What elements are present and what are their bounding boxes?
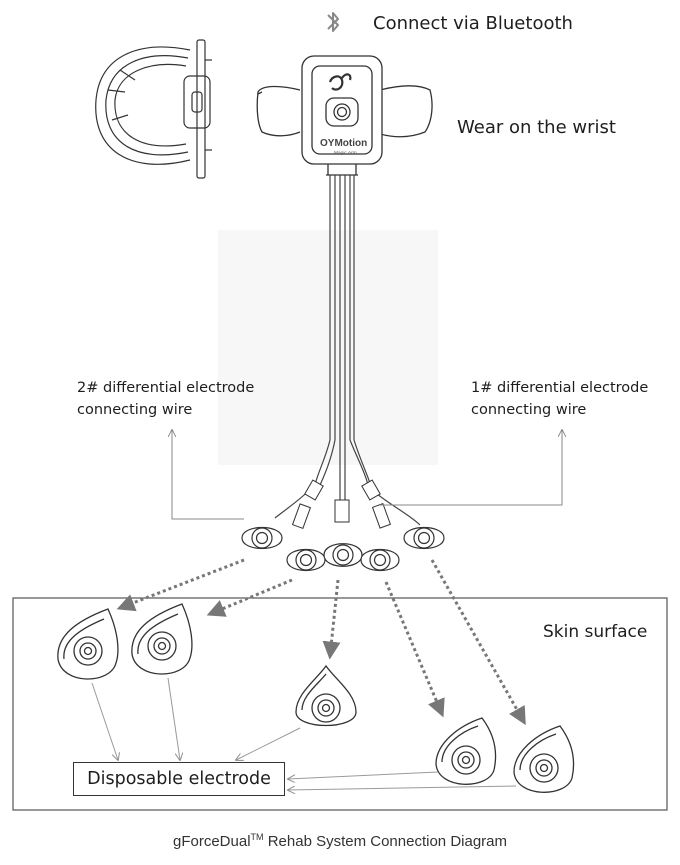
caption-tm: TM [250, 832, 264, 842]
electrode-3 [295, 664, 357, 727]
wire2-label-line1: 2# differential electrode [77, 380, 255, 396]
wire1-label: 1# differential electrode connecting wir… [471, 377, 648, 421]
caption-suffix: Rehab System Connection Diagram [263, 833, 507, 850]
wire-connectors [291, 479, 392, 530]
electrode-label-pointers [91, 677, 517, 790]
snap-lead-4 [360, 549, 400, 571]
wrist-label: Wear on the wrist [457, 117, 616, 138]
bluetooth-label: Connect via Bluetooth [373, 13, 573, 34]
electrode-2 [131, 603, 193, 675]
wire2-label-line2: connecting wire [77, 402, 193, 418]
wire2-label: 2# differential electrode connecting wir… [77, 377, 254, 421]
bluetooth-icon [327, 12, 339, 32]
disposable-electrode-label: Disposable electrode [73, 762, 285, 796]
electrode-4 [435, 717, 497, 785]
snap-lead-5 [403, 527, 445, 549]
skin-surface-label: Skin surface [543, 622, 648, 642]
skin-surface-frame [12, 597, 668, 811]
label-pointers [172, 430, 562, 520]
device-model-text: Magic Arm [334, 150, 357, 156]
disposable-electrodes [57, 603, 575, 793]
snap-lead-1 [241, 527, 283, 549]
snap-to-electrode-arrows [116, 558, 526, 726]
snap-lead-2 [286, 549, 326, 571]
wire1-label-line1: 1# differential electrode [471, 380, 649, 396]
wristband-side-view [95, 39, 212, 179]
wire1-label-line2: connecting wire [471, 402, 587, 418]
caption-prefix: gForceDual [173, 833, 251, 850]
snap-leads [241, 527, 445, 571]
background-panel [218, 230, 438, 465]
device-brand-text: OYMotion [320, 138, 367, 149]
armband-device [256, 55, 433, 176]
diagram-caption: gForceDualTM Rehab System Connection Dia… [0, 832, 680, 850]
electrode-1 [57, 608, 119, 680]
electrode-5 [513, 725, 575, 793]
snap-lead-3 [323, 543, 363, 567]
